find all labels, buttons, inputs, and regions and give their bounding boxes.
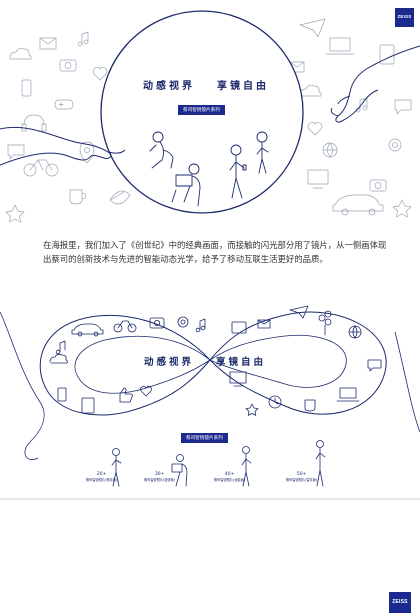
age-caption: 蔡司智锐镜片(畅享版) [86, 478, 118, 482]
phone-icon [57, 387, 67, 402]
age-label: 40+ [224, 472, 235, 477]
headline-part1: 动感视界 [143, 81, 195, 92]
age-group-30: 30+ 蔡司智锐镜片(锐进版) [144, 472, 175, 482]
gear-icon [388, 138, 402, 152]
camera-icon-2 [369, 179, 387, 192]
age-group-50: 50+ 蔡司智锐镜片(智享版) [286, 472, 317, 482]
tv-icon [307, 169, 329, 189]
age-caption: 蔡司智锐镜片(锐进版) [144, 478, 176, 482]
chat-icon-2 [394, 99, 412, 115]
age-label: 50+ [296, 472, 307, 477]
age-label: 30+ [154, 472, 165, 477]
music-note-icon-2 [55, 340, 66, 355]
music-note-icon-2 [355, 97, 368, 113]
phone-icon [21, 79, 32, 97]
music-note-icon [77, 31, 89, 47]
star-icon-2 [392, 199, 412, 218]
camera-icon [59, 59, 77, 72]
zeiss-logo-text: ZEISS [397, 14, 412, 19]
figure-age-20 [111, 448, 122, 487]
zeiss-logo-bottom: ZEISS [389, 592, 411, 613]
left-finger-line [107, 149, 126, 154]
chat-icon [7, 144, 25, 160]
poster-bottom-illustration [0, 305, 420, 500]
poster-bottom: ZEISS 动感视界享镜自由 蔡司智锐镜片系列 20+ 蔡司智锐镜片(畅享版) … [0, 292, 420, 613]
bicycle-icon [113, 320, 137, 333]
plane-icon [289, 305, 309, 319]
series-badge-bottom: 蔡司智锐镜片系列 [181, 433, 228, 443]
star-icon [5, 204, 25, 223]
heart-icon [140, 385, 152, 397]
tv-icon [229, 371, 247, 387]
music-note-icon [195, 318, 206, 333]
chat-icon [367, 359, 382, 372]
figure-age-30 [171, 454, 188, 487]
headline-part2: 享镜自由 [217, 81, 269, 92]
figure-phone-standing [256, 131, 269, 174]
clock-icon [268, 395, 282, 409]
headline-top: 动感视界 享镜自由 [143, 77, 269, 92]
globe-icon [322, 142, 338, 158]
camera-icon [149, 317, 165, 329]
headline-bottom-part1: 动感视界 [144, 357, 195, 368]
flower-icon [318, 310, 332, 336]
cloud-icon [49, 353, 68, 364]
car-icon [332, 194, 384, 216]
headline-bottom-part2: 享镜自由 [216, 357, 267, 368]
left-hand-line [0, 126, 112, 166]
age-label: 20+ [96, 472, 107, 477]
infinity-loop-inner [74, 334, 347, 394]
headline-bottom: 动感视界 享镜自由 [144, 354, 266, 368]
zeiss-logo-text-bottom: ZEISS [392, 599, 408, 605]
envelope-icon [39, 37, 57, 50]
tablet-icon [231, 321, 247, 334]
age-caption: 蔡司智锐镜片(全能版) [214, 478, 246, 482]
wavy-line [0, 311, 420, 460]
star-icon [245, 403, 259, 416]
age-group-20: 20+ 蔡司智锐镜片(畅享版) [86, 472, 117, 482]
poster-top: ZEISS 动感视界 享镜自由 蔡司智锐镜片系列 [0, 0, 420, 232]
car-icon [71, 323, 104, 337]
tablet-icon-2 [81, 397, 95, 414]
cloud-icon-2 [299, 85, 322, 97]
figure-phone-lying [149, 131, 174, 169]
pin-icon [79, 141, 95, 164]
thumbs-up-icon [119, 387, 133, 403]
laptop-icon [336, 387, 360, 402]
series-badge-top: 蔡司智锐镜片系列 [178, 105, 225, 115]
envelope-icon [257, 319, 271, 329]
globe-icon [348, 325, 362, 339]
zeiss-logo-top: ZEISS [395, 8, 414, 27]
cup-icon [304, 399, 316, 412]
cup-icon [69, 189, 87, 205]
gear-icon [177, 316, 189, 328]
figure-phone-walking [229, 144, 247, 199]
figure-age-40 [241, 446, 252, 487]
plane-icon [299, 18, 326, 38]
bicycle-icon [23, 159, 59, 177]
figure-laptop-sitting [171, 163, 201, 207]
description-text: 在海报里，我们加入了《创世纪》中的经典画面，而接触的闪光部分用了镜片，从一侧画体… [43, 240, 387, 264]
figure-age-50 [315, 440, 326, 487]
figures-group [149, 131, 269, 207]
right-hand-line [335, 45, 420, 123]
laptop-icon [325, 37, 355, 55]
age-caption: 蔡司智锐镜片(智享版) [286, 478, 318, 482]
heart-icon-2 [307, 121, 323, 136]
right-finger-line [330, 95, 351, 117]
poster-top-illustration [0, 10, 420, 223]
tablet-icon [379, 44, 395, 65]
leaf-icon [109, 190, 131, 205]
gamepad-icon [54, 99, 74, 110]
cloud-icon [9, 48, 32, 60]
heart-icon [92, 66, 108, 81]
age-group-40: 40+ 蔡司智锐镜片(全能版) [214, 472, 245, 482]
